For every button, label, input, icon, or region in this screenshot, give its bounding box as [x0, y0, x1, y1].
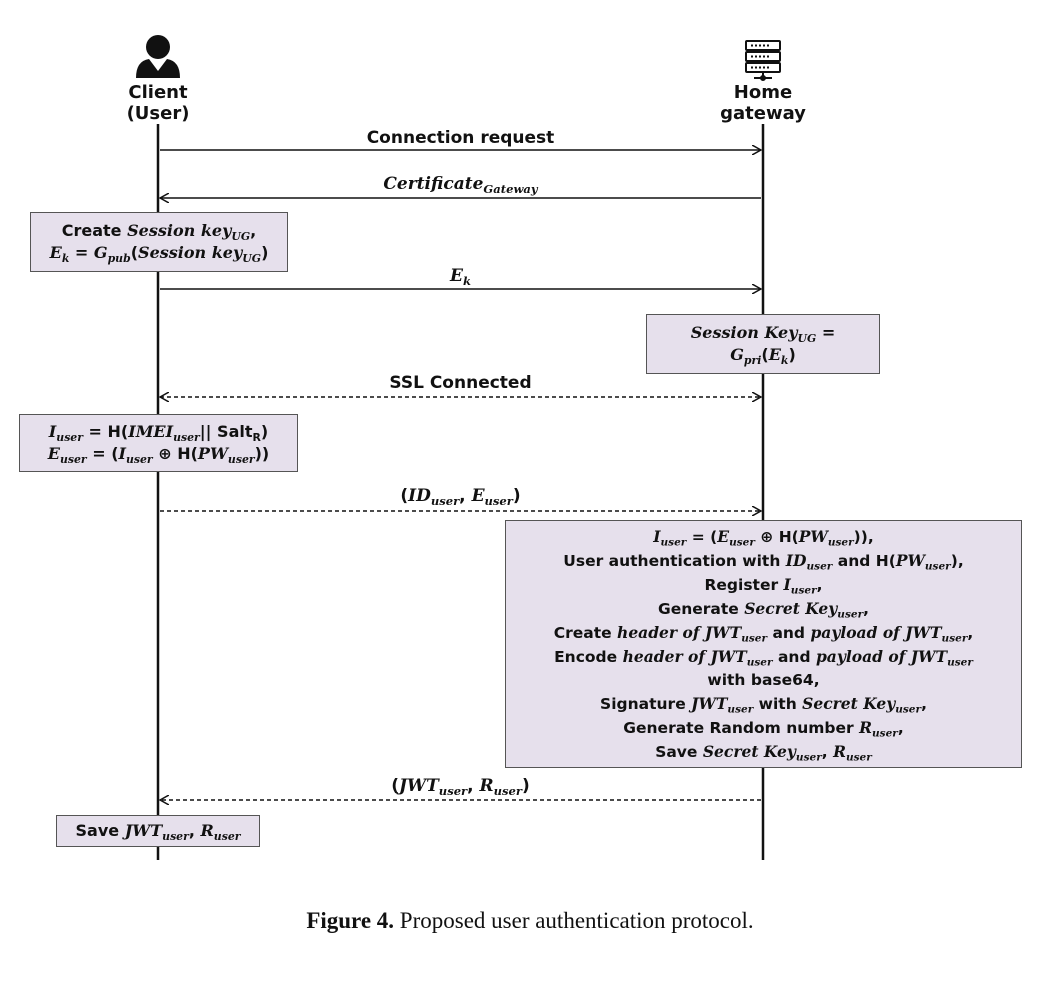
- client-compute-iuser-box: Iuser = H(IMEIuser|| SaltR) Euser = (Ius…: [19, 414, 298, 472]
- server-icon: [745, 40, 781, 81]
- figure-caption-text: Proposed user authentication protocol.: [399, 908, 754, 933]
- message-label-connection-request: Connection request: [366, 128, 555, 148]
- box-line: Save Secret Keyuser, Ruser: [655, 741, 872, 764]
- message-label-ek: Ek: [450, 266, 471, 289]
- client-create-session-key-box: Create Session keyUG, Ek = Gpub(Session …: [30, 212, 288, 272]
- box-line: Generate Random number Ruser,: [623, 717, 904, 740]
- box-line: Encode header of JWTuser and payload of …: [554, 646, 973, 669]
- box-line: Euser = (Iuser ⊕ H(PWuser)): [47, 444, 270, 466]
- box-line: Gpri(Ek): [730, 345, 796, 367]
- box-line: Generate Secret Keyuser,: [657, 598, 870, 621]
- client-actor-label: Client (User): [88, 82, 228, 124]
- box-line: User authentication with IDuser and H(PW…: [563, 550, 964, 573]
- gateway-label-line1: Home: [733, 82, 793, 103]
- message-label-id-euser: (IDuser, Euser): [400, 486, 521, 509]
- gateway-session-key-box: Session KeyUG = Gpri(Ek): [646, 314, 880, 374]
- client-label-line2: (User): [126, 103, 190, 124]
- message-label-jwt-ruser: (JWTuser, Ruser): [391, 776, 530, 799]
- gateway-authentication-box: Iuser = (Euser ⊕ H(PWuser)), User authen…: [505, 520, 1022, 768]
- box-line: Save JWTuser, Ruser: [75, 821, 241, 843]
- box-line: Ek = Gpub(Session keyUG): [49, 243, 269, 265]
- box-line: Register Iuser,: [704, 574, 823, 597]
- box-line: with base64,: [707, 670, 820, 689]
- client-label-line1: Client: [128, 82, 188, 103]
- gateway-label-line2: gateway: [720, 103, 806, 124]
- message-label-certificate: CertificateGateway: [383, 174, 538, 197]
- user-icon: [136, 35, 180, 78]
- box-line: Signature JWTuser with Secret Keyuser,: [600, 693, 927, 716]
- box-line: Iuser = (Euser ⊕ H(PWuser)),: [653, 526, 874, 549]
- gateway-actor-label: Home gateway: [693, 82, 833, 124]
- figure-caption: Figure 4. Proposed user authentication p…: [0, 908, 1060, 934]
- figure-caption-label: Figure 4.: [306, 908, 395, 933]
- box-line: Session KeyUG =: [690, 323, 836, 345]
- client-save-jwt-box: Save JWTuser, Ruser: [56, 815, 260, 847]
- message-label-ssl: SSL Connected: [389, 373, 532, 393]
- box-line: Create Session keyUG,: [61, 221, 257, 243]
- box-line: Iuser = H(IMEIuser|| SaltR): [48, 422, 269, 444]
- box-line: Create header of JWTuser and payload of …: [553, 622, 974, 645]
